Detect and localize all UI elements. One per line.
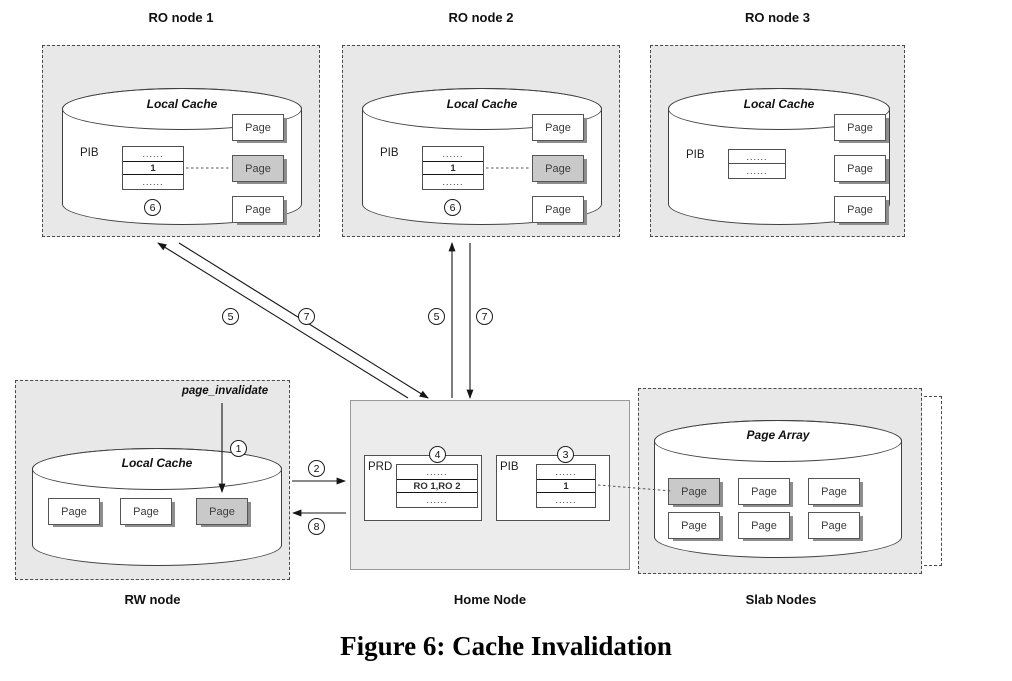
ro-node-2-pib-table: ...... 1 ...... [422, 146, 484, 190]
page-box-shaded: Page [232, 155, 284, 182]
page-box: Page [232, 196, 284, 223]
figure-caption: Figure 6: Cache Invalidation [340, 631, 672, 661]
page-box: Page [834, 196, 886, 223]
step-3-badge: 3 [557, 446, 574, 463]
pib-row-dots: ...... [555, 467, 577, 477]
page-label: Page [209, 505, 235, 518]
pib-row-dots: ...... [442, 177, 464, 187]
page-box-shaded: Page [668, 478, 720, 505]
page-label: Page [545, 121, 571, 134]
page-label: Page [245, 162, 271, 175]
page-box: Page [48, 498, 100, 525]
home-prd-label: PRD [368, 461, 393, 473]
step-5-badge-ro1: 5 [222, 308, 239, 325]
step-2-badge: 2 [308, 460, 325, 477]
step-1-badge: 1 [230, 440, 247, 457]
pib-row-dots: ...... [729, 150, 785, 164]
page-box: Page [834, 114, 886, 141]
step-6-badge-ro1: 6 [144, 199, 161, 216]
ro-node-3-pib-table: ...... ...... [728, 149, 786, 179]
page-invalidate-label: page_invalidate [181, 385, 269, 397]
pib-row-dots: ...... [746, 166, 768, 176]
page-label: Page [821, 485, 847, 498]
page-box: Page [834, 155, 886, 182]
page-label: Page [847, 121, 873, 134]
page-box: Page [120, 498, 172, 525]
page-label: Page [681, 485, 707, 498]
ro-node-1-cache-label: Local Cache [146, 97, 218, 111]
page-box: Page [668, 512, 720, 539]
home-prd-table: ...... RO 1,RO 2 ...... [396, 464, 478, 508]
arrow-5-home-to-ro1 [157, 242, 409, 399]
page-label: Page [751, 485, 777, 498]
page-label: Page [545, 203, 571, 216]
page-box: Page [808, 478, 860, 505]
pib-row-value: 1 [537, 479, 595, 493]
page-label: Page [821, 519, 847, 532]
ro-node-1-pib-table: ...... 1 ...... [122, 146, 184, 190]
page-box: Page [232, 114, 284, 141]
prd-row-dots: ...... [426, 467, 448, 477]
ro-node-2-title: RO node 2 [448, 10, 514, 25]
prd-row-value: RO 1,RO 2 [397, 479, 477, 493]
ro-node-1-pib-label: PIB [80, 147, 99, 159]
page-box-shaded: Page [532, 155, 584, 182]
rw-cache-label: Local Cache [121, 456, 193, 470]
home-pib-label: PIB [500, 461, 519, 473]
page-label: Page [133, 505, 159, 518]
pib-row-dots: ...... [142, 177, 164, 187]
page-box: Page [738, 512, 790, 539]
ro-node-3-cache-label: Local Cache [743, 97, 815, 111]
step-7-badge-ro2: 7 [476, 308, 493, 325]
page-label: Page [847, 203, 873, 216]
ro-node-2-pib-label: PIB [380, 147, 399, 159]
pib-row-value: 1 [123, 161, 183, 175]
pib-row-dots: ...... [555, 495, 577, 505]
step-8-badge: 8 [308, 518, 325, 535]
home-pib-table: ...... 1 ...... [536, 464, 596, 508]
ro-node-2-cache-label: Local Cache [446, 97, 518, 111]
rw-node-title: RW node [124, 592, 181, 607]
page-box: Page [532, 114, 584, 141]
step-6-badge-ro2: 6 [444, 199, 461, 216]
ro-node-3-pib-label: PIB [686, 149, 705, 161]
step-4-badge: 4 [429, 446, 446, 463]
prd-row-dots: ...... [426, 495, 448, 505]
page-label: Page [751, 519, 777, 532]
slab-page-array-label: Page Array [746, 428, 810, 442]
slab-nodes-title: Slab Nodes [745, 592, 817, 607]
ro-node-3-title: RO node 3 [744, 10, 810, 25]
ro-node-1-title: RO node 1 [148, 10, 214, 25]
page-label: Page [245, 121, 271, 134]
page-box: Page [808, 512, 860, 539]
page-box-shaded: Page [196, 498, 248, 525]
page-label: Page [61, 505, 87, 518]
page-label: Page [545, 162, 571, 175]
page-box: Page [738, 478, 790, 505]
pib-row-value: 1 [423, 161, 483, 175]
step-7-badge-ro1: 7 [298, 308, 315, 325]
pib-row-dots: ...... [142, 149, 164, 159]
pib-row-dots: ...... [442, 149, 464, 159]
page-label: Page [681, 519, 707, 532]
page-box: Page [532, 196, 584, 223]
step-5-badge-ro2: 5 [428, 308, 445, 325]
page-label: Page [847, 162, 873, 175]
home-node-title: Home Node [453, 592, 527, 607]
page-label: Page [245, 203, 271, 216]
